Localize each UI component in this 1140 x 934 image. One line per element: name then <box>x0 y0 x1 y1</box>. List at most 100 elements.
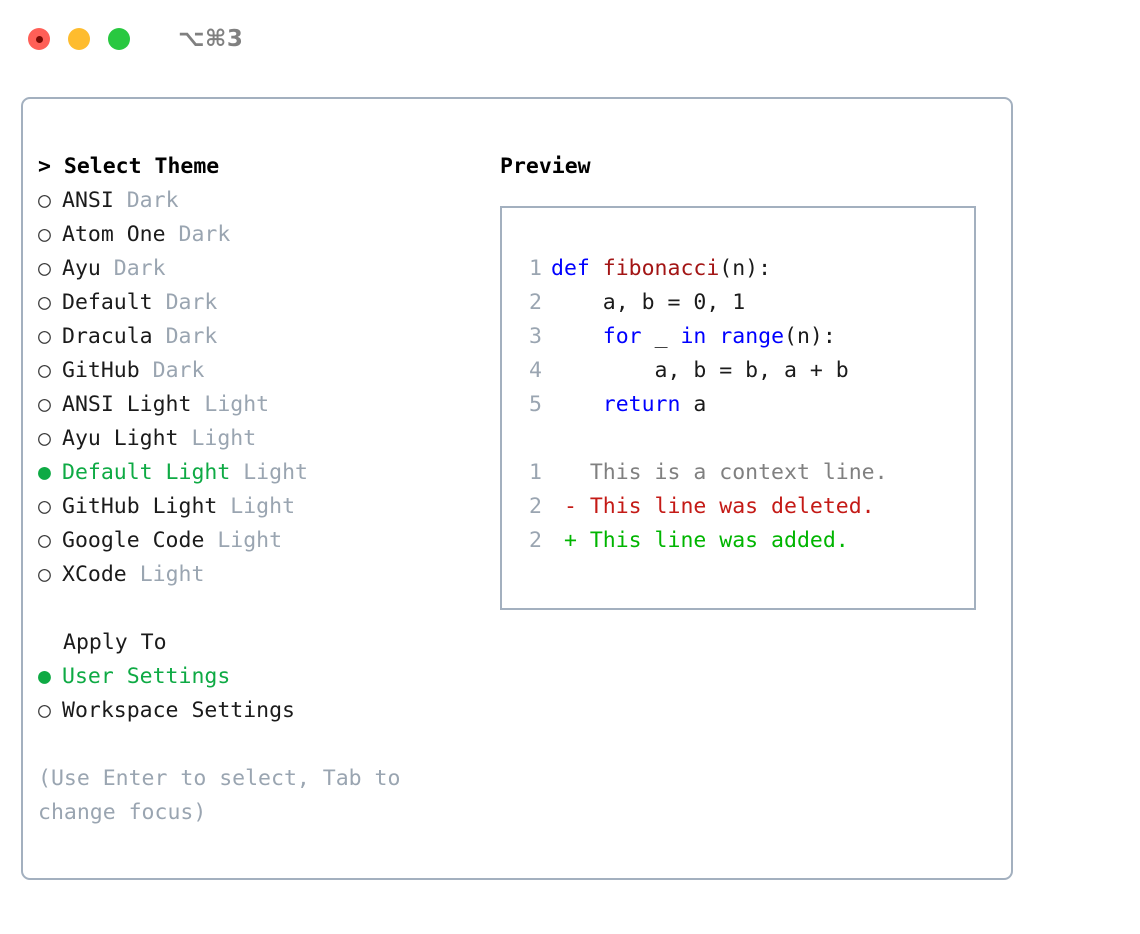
theme-item-dracula-dark[interactable]: ○ Dracula Dark <box>38 320 488 354</box>
theme-category: Light <box>204 528 282 553</box>
line-number: 2 <box>529 494 542 519</box>
diff-text: This is a context line. <box>551 460 888 485</box>
theme-item-ansi-light[interactable]: ○ ANSI Light Light <box>38 388 488 422</box>
theme-category-label: Dark <box>126 188 179 213</box>
theme-item-atom-one-dark[interactable]: ○Atom One Dark <box>38 218 488 252</box>
diff-line-deleted: 2 - This line was deleted. <box>516 490 974 524</box>
code-token: return <box>602 392 681 417</box>
theme-name: XCode <box>62 562 127 587</box>
theme-category: Dark <box>140 358 205 383</box>
theme-item-ayu-light[interactable]: ○Ayu Light Light <box>38 422 488 456</box>
list-spacer <box>38 592 488 626</box>
theme-name: Ayu <box>62 256 101 281</box>
theme-category: Light <box>179 426 257 451</box>
theme-item-google-code[interactable]: ○ Google Code Light <box>38 524 488 558</box>
code-line: 2 a, b = 0, 1 <box>516 286 974 320</box>
radio-icon-selected[interactable]: ● <box>38 664 51 689</box>
radio-icon[interactable]: ○ <box>38 392 51 417</box>
theme-category: Dark <box>153 324 218 349</box>
apply-to-user-settings[interactable]: ● User Settings <box>38 660 488 694</box>
line-number: 2 <box>529 528 542 553</box>
theme-category-label: Light <box>139 562 205 587</box>
theme-name: Dracula <box>62 324 153 349</box>
close-icon <box>35 35 43 43</box>
theme-category: Dark <box>101 256 166 281</box>
theme-item-github-light[interactable]: ○ GitHub Light Light <box>38 490 488 524</box>
theme-category: Dark <box>153 290 218 315</box>
theme-category-label: Light <box>204 392 270 417</box>
minimize-button[interactable] <box>68 28 90 50</box>
line-number: 5 <box>529 392 542 417</box>
line-number: 4 <box>529 358 542 383</box>
line-number: 1 <box>529 460 542 485</box>
code-token: (n): <box>784 324 836 349</box>
theme-category-label: Dark <box>152 358 205 383</box>
theme-category: Light <box>127 562 205 587</box>
radio-icon[interactable]: ○ <box>38 188 51 213</box>
keyboard-hint: (Use Enter to select, Tab to change focu… <box>38 766 401 825</box>
title-bar: ⌥⌘3 <box>0 0 1140 78</box>
window-controls <box>28 28 130 50</box>
theme-name: Google Code <box>62 528 205 553</box>
radio-icon[interactable]: ○ <box>38 426 51 451</box>
radio-icon-selected[interactable]: ● <box>38 460 51 485</box>
theme-category-label: Dark <box>113 256 166 281</box>
apply-to-label: User Settings <box>62 664 231 689</box>
line-number: 2 <box>529 290 542 315</box>
theme-category: Light <box>191 392 269 417</box>
radio-icon[interactable]: ○ <box>38 494 51 519</box>
theme-category: Light <box>217 494 295 519</box>
radio-icon[interactable]: ○ <box>38 528 51 553</box>
theme-item-default-light[interactable]: ● Default Light Light <box>38 456 488 490</box>
preview-title: Preview <box>500 154 591 179</box>
radio-icon[interactable]: ○ <box>38 256 51 281</box>
code-token: _ <box>641 324 681 349</box>
theme-category-label: Light <box>217 528 283 553</box>
code-line: 5 return a <box>516 388 974 422</box>
theme-item-default-dark[interactable]: ○ Default Dark <box>38 286 488 320</box>
radio-icon[interactable]: ○ <box>38 698 51 723</box>
code-token: a, b = 0, 1 <box>551 290 746 315</box>
apply-to-workspace-settings[interactable]: ○ Workspace Settings <box>38 694 488 728</box>
apply-to-label: Workspace Settings <box>62 698 295 723</box>
theme-name: GitHub <box>62 358 140 383</box>
code-token: fibonacci <box>602 256 720 281</box>
theme-item-ansi-dark[interactable]: ○ ANSI Dark <box>38 184 488 218</box>
theme-name: Default <box>62 290 153 315</box>
theme-picker-header: > Select Theme <box>38 154 220 179</box>
diff-line-added: 2 + This line was added. <box>516 524 974 558</box>
window-title: ⌥⌘3 <box>178 26 244 52</box>
code-token: for <box>602 324 642 349</box>
line-number: 3 <box>529 324 542 349</box>
theme-item-ayu-dark[interactable]: ○ Ayu Dark <box>38 252 488 286</box>
code-token: in <box>680 324 707 349</box>
zoom-button[interactable] <box>108 28 130 50</box>
theme-category: Light <box>230 460 308 485</box>
radio-icon[interactable]: ○ <box>38 324 51 349</box>
code-line: 4 a, b = b, a + b <box>516 354 974 388</box>
theme-category-label: Light <box>243 460 308 485</box>
hint-spacer <box>38 728 488 762</box>
radio-icon[interactable]: ○ <box>38 222 51 247</box>
code-diff-gap <box>516 422 974 456</box>
code-token: a, b = b, a + b <box>551 358 849 383</box>
close-button[interactable] <box>28 28 50 50</box>
theme-item-xcode[interactable]: ○ XCode Light <box>38 558 488 592</box>
radio-icon[interactable]: ○ <box>38 562 51 587</box>
radio-icon[interactable]: ○ <box>38 290 51 315</box>
theme-item-github-dark[interactable]: ○ GitHub Dark <box>38 354 488 388</box>
code-token: def <box>551 256 603 281</box>
diff-line-context: 1 This is a context line. <box>516 456 974 490</box>
theme-name: Default Light <box>62 460 231 485</box>
theme-name: ANSI <box>62 188 114 213</box>
theme-category: Dark <box>166 222 231 247</box>
panel-columns: > Select Theme ○ ANSI Dark ○Atom One Dark… <box>23 99 1011 878</box>
theme-category-label: Dark <box>178 222 231 247</box>
theme-name: GitHub Light <box>62 494 218 519</box>
radio-icon[interactable]: ○ <box>38 358 51 383</box>
theme-category-label: Light <box>191 426 257 451</box>
theme-name: ANSI Light <box>62 392 192 417</box>
